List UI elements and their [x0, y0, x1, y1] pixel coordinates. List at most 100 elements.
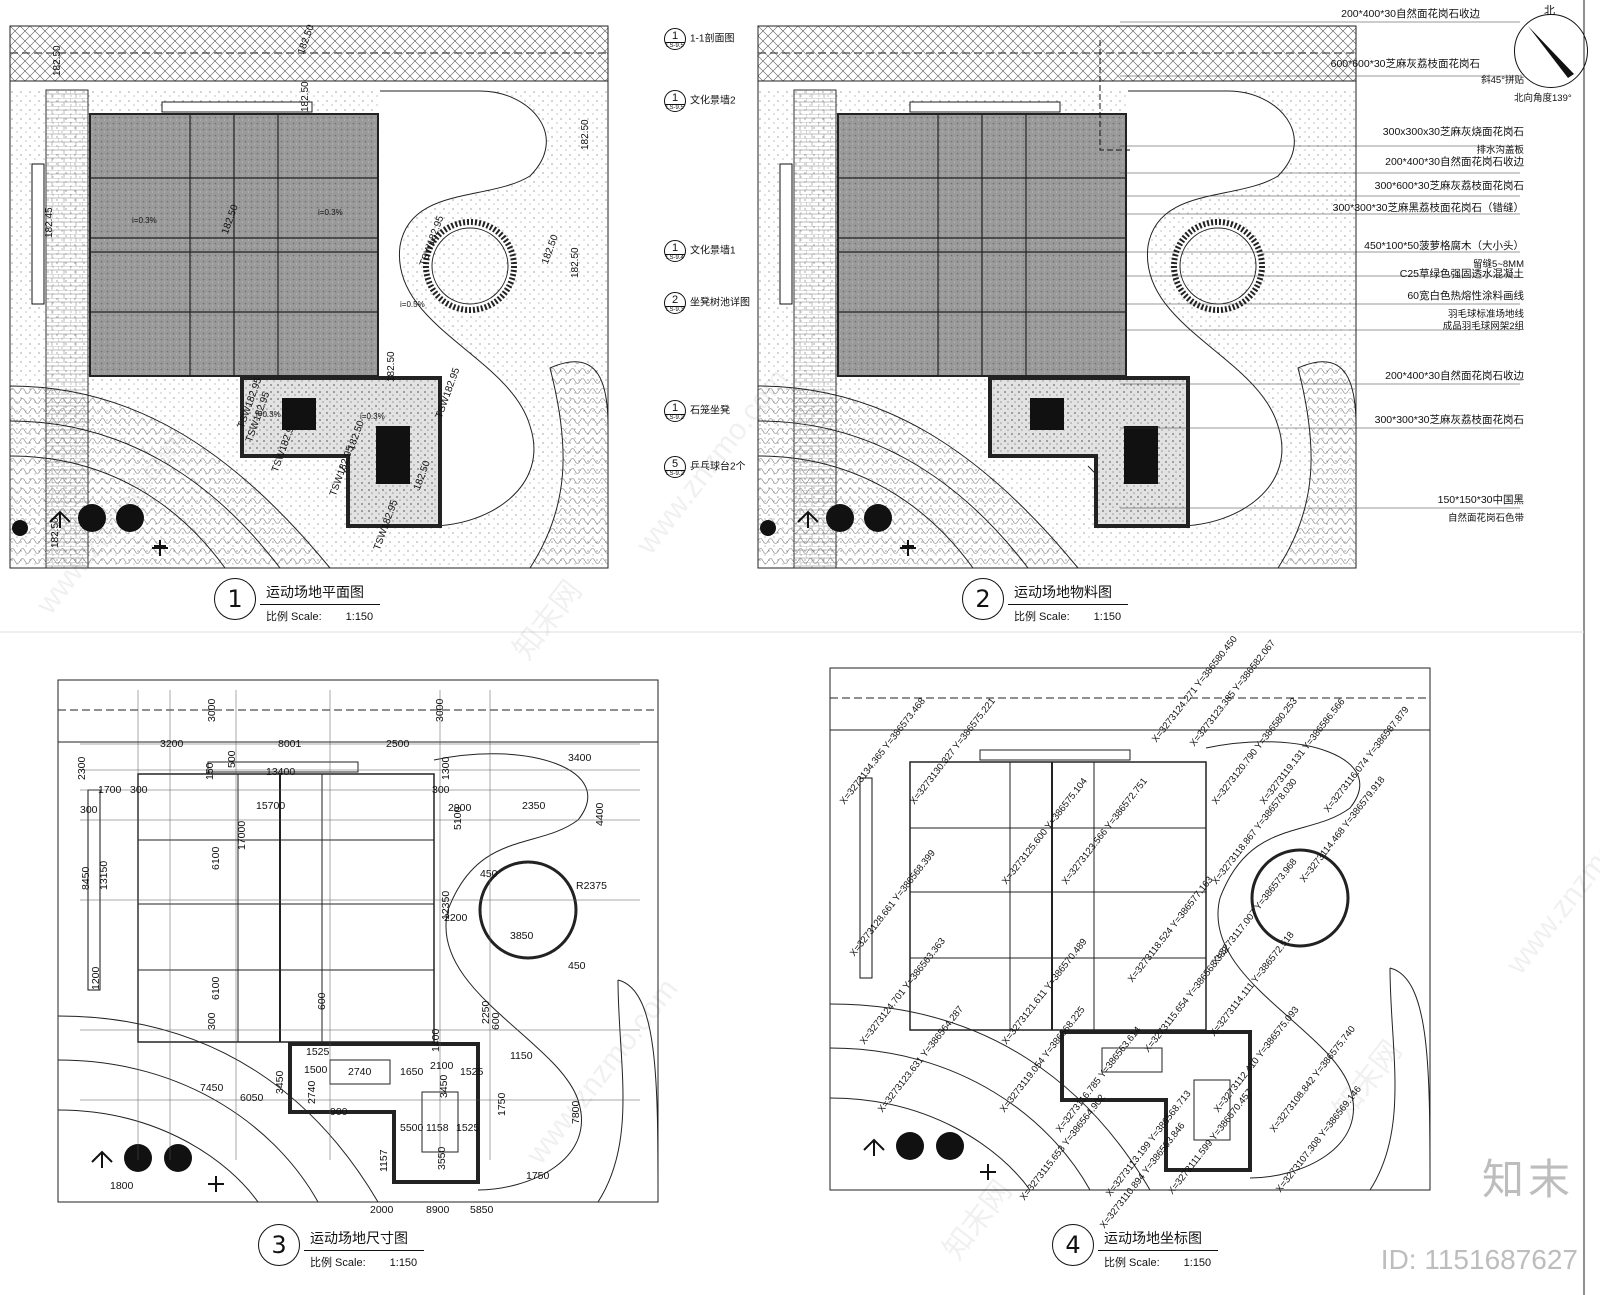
panel-2-title: 运动场地物料图	[1014, 584, 1112, 600]
dimension-label: 1400	[430, 1028, 442, 1052]
panel-1-culture-wall	[31, 163, 45, 305]
slope-label: i=0.5%	[400, 300, 425, 309]
panel-4-pingpong-area	[1060, 1030, 1252, 1172]
dimension-label: 500	[226, 750, 238, 768]
panel-3-bench-icon	[208, 1176, 224, 1192]
dimension-label: 3450	[274, 1070, 286, 1094]
dimension-label: 150	[204, 762, 216, 780]
dimension-label: 450	[568, 960, 586, 972]
dimension-label: 1525	[456, 1122, 480, 1134]
material-callout: 300*300*30芝麻黑荔枝面花岗石（错缝）	[1332, 202, 1524, 214]
panel-4-curve-2	[829, 1047, 1091, 1191]
dimension-label: 600	[316, 992, 328, 1010]
panel-4-curve-1	[829, 1003, 1151, 1191]
material-callout: 150*150*30中国黑	[1437, 494, 1524, 506]
panel-2-curve-2	[757, 455, 974, 569]
panel-3-scale-value: 1:150	[389, 1257, 418, 1269]
dimension-label: 6100	[210, 976, 222, 1000]
dimension-label: 17000	[236, 820, 248, 850]
panel-1-bicycle-icon	[49, 510, 71, 528]
panel-1-underline	[260, 604, 380, 605]
panel-3-scale: 比例 Scale: 1:150	[310, 1254, 441, 1270]
dimension-label: 3000	[206, 698, 218, 722]
panel-1-bench-icon	[152, 540, 168, 556]
spot-level-label: 182.50	[386, 351, 397, 382]
detail-reference-sheet: LS-9.4	[665, 254, 685, 261]
panel-3-court-outline	[137, 773, 435, 1043]
detail-reference-sheet: LS-9.5	[665, 104, 685, 111]
dimension-label: 1300	[440, 756, 452, 780]
panel-3-plan	[57, 679, 659, 1203]
material-callout: 斜45°拼贴	[1481, 75, 1524, 86]
dimension-label: 4400	[594, 802, 606, 826]
spot-level-label: 182.45	[44, 207, 55, 238]
panel-1-fitness-disc-3	[12, 520, 28, 536]
material-callout: 200*400*30自然面花岗石收边	[1385, 370, 1524, 382]
north-needle-icon	[1528, 26, 1574, 78]
panel-4-scale-value: 1:150	[1183, 1257, 1212, 1269]
dimension-label: 13400	[266, 766, 296, 778]
panel-1-title: 运动场地平面图	[266, 584, 364, 600]
panel-4-scale: 比例 Scale: 1:150	[1104, 1254, 1235, 1270]
panel-1-pingpong-table-1	[282, 398, 316, 430]
panel-2-scale-value: 1:150	[1093, 611, 1122, 623]
slope-label: i=0.3%	[132, 216, 157, 225]
panel-3-scale-label: 比例 Scale:	[310, 1257, 366, 1269]
material-callout: 200*400*30自然面花岗石收边	[1385, 156, 1524, 168]
dimension-label: 13150	[98, 860, 110, 890]
panel-1-fitness-disc-1	[78, 504, 106, 532]
panel-2-fitness-disc-2	[864, 504, 892, 532]
dimension-label: 8001	[278, 738, 302, 750]
panel-4-underline	[1098, 1250, 1218, 1251]
detail-reference-sheet: LS-9.2	[665, 414, 685, 421]
dimension-label: 3200	[160, 738, 184, 750]
material-callout: 450*100*50菠萝格腐木（大小头）	[1364, 240, 1524, 252]
dimension-label: 2740	[348, 1066, 372, 1078]
panel-3-number: 3	[258, 1224, 300, 1266]
detail-reference-text: 文化景墙1	[690, 245, 736, 257]
panel-3-wall-2	[207, 761, 359, 773]
panel-3-fitness-disc-2	[164, 1144, 192, 1172]
panel-2-plan	[757, 25, 1357, 569]
dimension-label: 900	[330, 1106, 348, 1118]
detail-reference-sheet: LS-9.5	[665, 42, 685, 49]
dimension-label: 6050	[240, 1092, 264, 1104]
dimension-label: 3000	[434, 698, 446, 722]
panel-4-pingpong-table-1	[1101, 1047, 1163, 1073]
dimension-label: 1158	[426, 1122, 449, 1134]
slope-label: i=0.3%	[256, 410, 281, 419]
panel-4-scale-label: 比例 Scale:	[1104, 1257, 1160, 1269]
spot-level-label: 182.50	[570, 247, 581, 278]
panel-3-pingpong-area	[288, 1042, 480, 1184]
panel-2-pingpong-table-2	[1124, 426, 1158, 484]
dimension-label: 1500	[304, 1064, 328, 1076]
north-label: 北	[1544, 5, 1555, 17]
panel-1-scale: 比例 Scale:1:150	[266, 608, 397, 624]
dimension-label: 2200	[444, 912, 468, 924]
dimension-label: 8900	[426, 1204, 450, 1216]
panel-3-curve-1	[57, 1015, 379, 1203]
image-id: ID: 1151687627	[1380, 1244, 1578, 1275]
panel-1-number: 1	[214, 578, 256, 620]
panel-2-scale: 比例 Scale:1:150	[1014, 608, 1145, 624]
material-callout: 600*600*30芝麻灰荔枝面花岗石	[1330, 58, 1480, 70]
dimension-label: 450	[480, 868, 498, 880]
panel-4-number: 4	[1052, 1224, 1094, 1266]
slope-label: i=0.3%	[318, 208, 343, 217]
panel-4-title: 运动场地坐标图	[1104, 1230, 1202, 1246]
panel-1-wall-2	[161, 101, 313, 113]
panel-1-fitness-disc-2	[116, 504, 144, 532]
dimension-label: 2000	[370, 1204, 394, 1216]
dimension-label: 15700	[256, 800, 286, 812]
panel-4-wall-2	[979, 749, 1131, 761]
panel-4-tree-pool	[1250, 848, 1350, 948]
panel-2-curve-1	[757, 420, 1029, 569]
dimension-label: 300	[206, 1012, 218, 1030]
dimension-label: 2740	[306, 1080, 318, 1104]
panel-3-right-edge-curve	[597, 979, 659, 1203]
panel-2-tree-pool-inner	[1179, 227, 1257, 305]
